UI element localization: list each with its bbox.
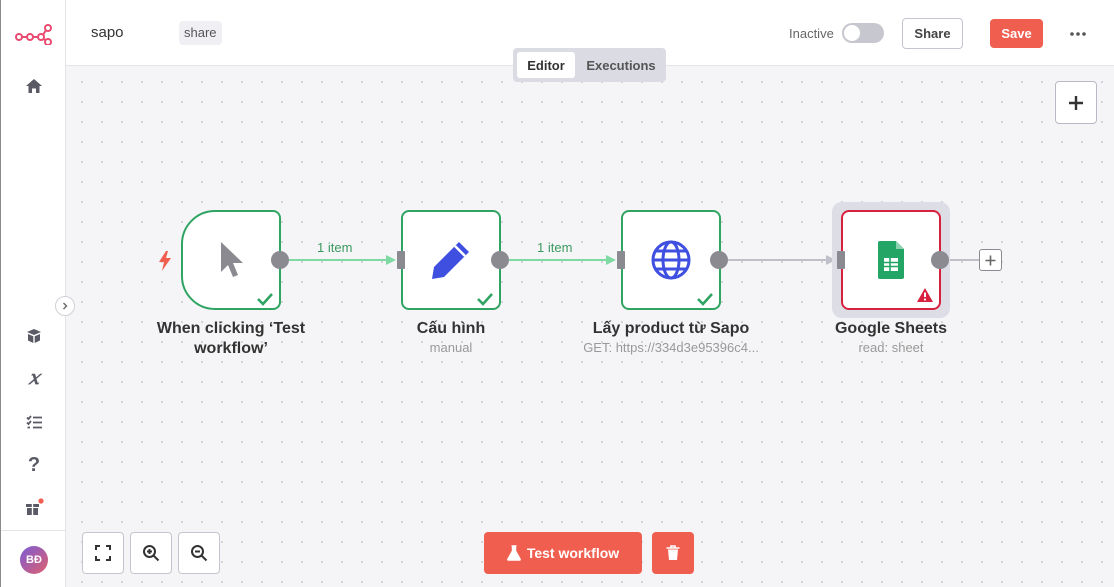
input-port[interactable]: [617, 251, 625, 269]
output-port[interactable]: [491, 251, 509, 269]
node-title: When clicking ‘Test workflow’: [156, 320, 306, 357]
executions-list-icon[interactable]: [1, 407, 67, 437]
n8n-logo-icon[interactable]: [1, 19, 67, 49]
sidebar-divider: [1, 530, 67, 531]
more-options-icon[interactable]: [1066, 22, 1090, 46]
node-title: Lấy product từ Sapo: [592, 320, 750, 337]
help-question-icon[interactable]: ?: [27, 453, 41, 476]
output-port[interactable]: [931, 251, 949, 269]
zoom-out-icon[interactable]: [178, 532, 220, 574]
node-http-request[interactable]: [621, 210, 721, 310]
toggle-knob: [844, 25, 860, 41]
workflow-canvas[interactable]: [66, 66, 1114, 587]
input-port[interactable]: [837, 251, 845, 269]
output-port[interactable]: [271, 251, 289, 269]
zoom-to-fit-icon[interactable]: [82, 532, 124, 574]
input-port[interactable]: [397, 251, 405, 269]
success-check-icon: [257, 293, 273, 306]
success-check-icon: [477, 293, 493, 306]
flask-icon: [506, 545, 521, 561]
trigger-bolt-icon: [157, 250, 173, 277]
tab-executions[interactable]: Executions: [586, 57, 656, 73]
pencil-icon: [432, 242, 469, 279]
active-toggle[interactable]: [842, 23, 884, 43]
active-status-label: Inactive: [789, 26, 834, 41]
google-sheets-icon: [878, 241, 904, 279]
clear-execution-button[interactable]: [652, 532, 694, 574]
workflow-name[interactable]: sapo: [91, 24, 124, 41]
test-workflow-button[interactable]: Test workflow: [484, 532, 642, 574]
success-check-icon: [697, 293, 713, 306]
zoom-in-icon[interactable]: [130, 532, 172, 574]
node-manual-trigger[interactable]: [181, 210, 281, 310]
node-set-config[interactable]: [401, 210, 501, 310]
warning-icon[interactable]: [916, 287, 934, 303]
tab-editor[interactable]: Editor: [517, 52, 575, 78]
globe-icon: [651, 240, 691, 280]
trash-icon: [666, 545, 680, 560]
editor-executions-switch: Editor Executions: [513, 48, 666, 82]
node-title: Cấu hình: [416, 320, 486, 337]
node-google-sheets[interactable]: [841, 210, 941, 310]
share-button[interactable]: Share: [902, 18, 963, 49]
output-port[interactable]: [710, 251, 728, 269]
variables-x-icon[interactable]: 𝑥: [28, 367, 40, 389]
save-button[interactable]: Save: [990, 19, 1043, 48]
node-subtitle: GET: https://334d3e95396c4...: [583, 340, 759, 355]
home-icon[interactable]: [1, 71, 67, 101]
edge-label: 1 item: [537, 240, 573, 255]
add-next-node-icon[interactable]: [979, 249, 1002, 271]
sidebar-collapse-button[interactable]: [55, 296, 75, 316]
templates-box-icon[interactable]: [1, 321, 67, 351]
edge-label: 1 item: [317, 240, 353, 255]
test-workflow-label: Test workflow: [526, 545, 620, 561]
workflow-tag[interactable]: share: [179, 21, 222, 45]
cursor-icon: [221, 242, 243, 277]
node-subtitle: read: sheet: [858, 340, 924, 355]
sidebar: 𝑥 ? BĐ: [0, 0, 67, 587]
node-subtitle: manual: [429, 340, 473, 355]
node-title: Google Sheets: [834, 320, 948, 337]
open-nodes-panel-button[interactable]: [1055, 81, 1097, 124]
whats-new-gift-icon[interactable]: [1, 492, 67, 522]
avatar[interactable]: BĐ: [20, 546, 48, 574]
